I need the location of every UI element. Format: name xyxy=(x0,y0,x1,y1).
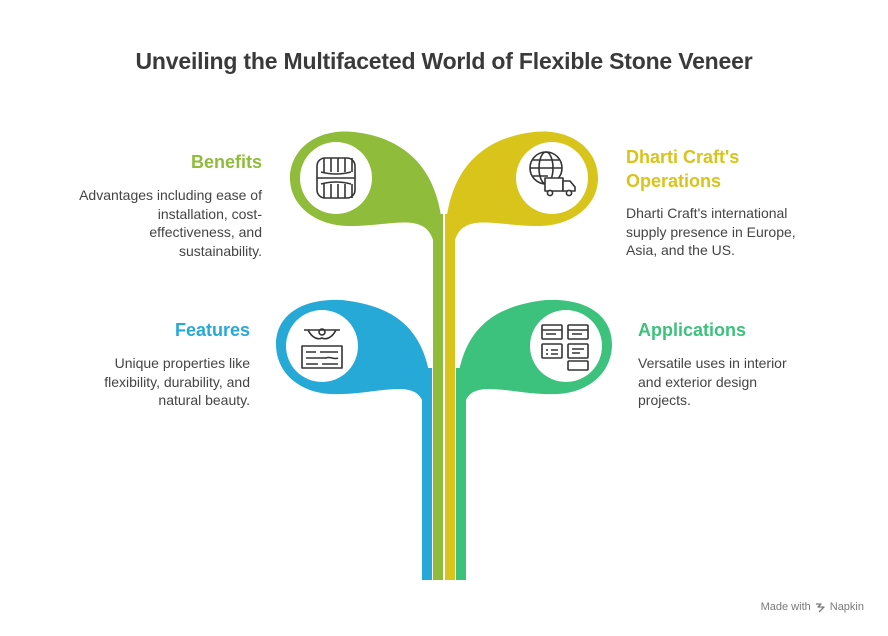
dharti-craft-description: Dharti Craft's international supply pres… xyxy=(626,205,796,258)
globe-delivery-truck-icon xyxy=(529,151,576,197)
applications-icon-circle xyxy=(530,310,602,382)
napkin-brand-label: Napkin xyxy=(829,601,864,613)
made-with-napkin-footer: Made with Napkin xyxy=(761,601,864,613)
stone-slab-icon xyxy=(301,328,343,369)
applications-description: Versatile uses in interior and exterior … xyxy=(638,355,787,408)
dentures-icon xyxy=(316,157,356,199)
applications-heading: Applications xyxy=(638,320,747,340)
features-description: Unique properties like flexibility, dura… xyxy=(104,355,250,408)
dharti-craft-heading: Dharti Craft's Operations xyxy=(626,147,740,191)
benefits-description: Advantages including ease of installatio… xyxy=(79,187,262,259)
features-heading: Features xyxy=(174,320,250,340)
layout-panels-icon xyxy=(541,324,589,371)
made-with-label: Made with xyxy=(760,601,811,613)
benefits-heading: Benefits xyxy=(190,152,262,172)
napkin-logo-icon xyxy=(815,602,825,612)
page-title: Unveiling the Multifaceted World of Flex… xyxy=(135,48,753,74)
